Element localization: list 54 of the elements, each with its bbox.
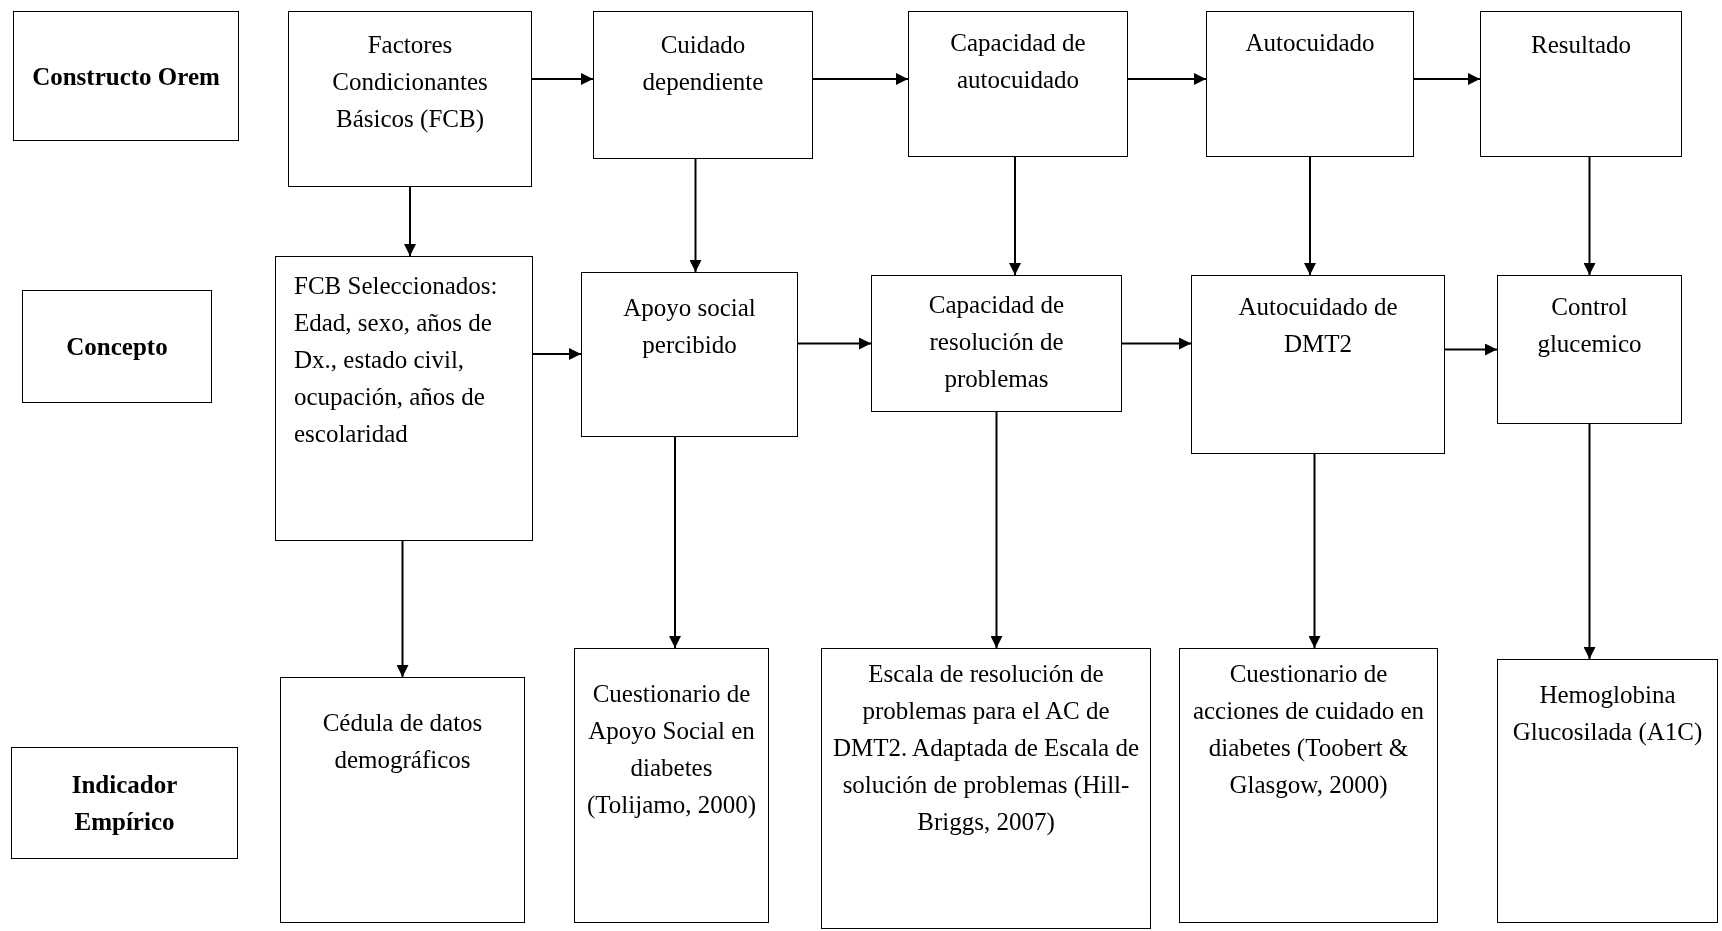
arrow	[1127, 73, 1207, 85]
box-text: Hemoglobina Glucosilada (A1C)	[1511, 680, 1704, 748]
box-text: Cédula de datos demográficos	[321, 708, 484, 775]
row-label-box	[13, 11, 239, 141]
concept-box	[280, 677, 525, 923]
box-text: Cuestionario de Apoyo Social en diabetes (Tolijamo, 2000)	[585, 679, 758, 821]
box-text: Escala de resolución de problemas para el AC de DMT2. Adaptada de Escala de solución de problemas (Hill-Briggs, 2007)	[832, 659, 1140, 838]
box-text: Factores Condicionantes Básicos (FCB)	[331, 30, 489, 135]
arrow	[1413, 73, 1481, 85]
box-text: Concepto	[66, 332, 168, 362]
arrow	[1304, 156, 1316, 276]
arrow	[1308, 453, 1321, 649]
arrow	[396, 540, 409, 678]
concept-box	[908, 11, 1128, 157]
arrow	[797, 337, 872, 350]
box-text: Autocuidado	[1244, 28, 1376, 58]
arrow	[1121, 337, 1192, 350]
concept-box	[1206, 11, 1414, 157]
box-text: Resultado	[1530, 30, 1632, 60]
concept-box	[581, 272, 798, 437]
arrow	[531, 73, 594, 85]
box-text: Cuidado dependiente	[641, 30, 765, 97]
arrow	[669, 436, 681, 649]
concept-box	[1480, 11, 1682, 157]
arrow	[1583, 156, 1596, 276]
concept-box	[821, 648, 1151, 929]
concept-box	[1191, 275, 1445, 454]
concept-box	[1497, 659, 1718, 923]
box-text: Capacidad de autocuidado	[949, 28, 1087, 95]
box-text: FCB Seleccionados: Edad, sexo, años de Dx., estado civil, ocupación, años de escolaridad	[294, 271, 499, 449]
arrow	[1009, 156, 1021, 276]
concept-box	[1497, 275, 1682, 424]
concept-box	[574, 648, 769, 923]
arrow	[990, 411, 1003, 649]
row-label-box	[22, 290, 212, 403]
box-text: Autocuidado de DMT2	[1237, 292, 1399, 359]
arrow	[532, 348, 582, 360]
box-text: Apoyo social percibido	[622, 293, 757, 360]
arrow	[812, 73, 909, 85]
arrow	[404, 186, 416, 257]
arrow	[1583, 423, 1596, 660]
box-text: Constructo Orem	[32, 61, 220, 92]
box-text: Capacidad de resolución de problemas	[927, 290, 1066, 394]
row-label-box	[11, 747, 238, 859]
box-text: Cuestionario de acciones de cuidado en diabetes (Toobert & Glasgow, 2000)	[1191, 659, 1426, 801]
arrow	[1444, 343, 1498, 356]
box-text: Control glucemico	[1536, 292, 1643, 359]
concept-box	[288, 11, 532, 187]
arrow	[689, 158, 702, 273]
concept-box	[275, 256, 533, 541]
concept-box	[593, 11, 813, 159]
concept-box	[1179, 648, 1438, 923]
concept-box	[871, 275, 1122, 412]
box-text: Indicador Empírico	[70, 770, 179, 837]
